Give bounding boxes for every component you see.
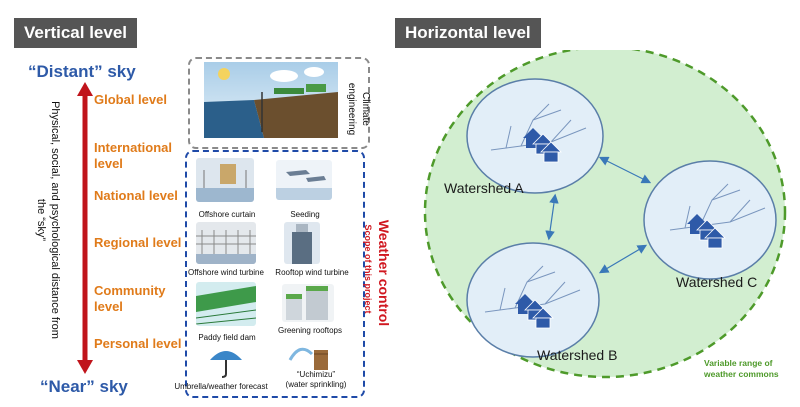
watershed-diagram [423,50,787,379]
commons-note-line-1: Variable range of [704,358,773,368]
paddy-field-dam-illustration [196,282,256,326]
personal-level: Personal level [94,336,182,351]
offshore-wind-turbine-illustration [196,222,256,264]
commons-note-line-2: weather commons [704,369,779,379]
watershed-b-circle [466,242,600,358]
greening-rooftops-caption: Greening rooftops [277,326,343,335]
greening-rooftops-illustration [282,284,334,322]
arrow-a-b [545,193,559,241]
arrow-a-c [598,156,652,184]
seeding-illustration [276,160,332,200]
scope-label: Scope of this project [363,224,373,314]
distance-axis-label: Physical, social, and psychological dist… [35,101,61,339]
distance-arrow [77,82,93,374]
global-level: Global level [94,92,167,107]
vertical-level-header: Vertical level [14,18,138,48]
climate-engineering-box [188,57,370,149]
watershed-b-label: Watershed B [537,347,618,363]
water-sprinkling-caption: (water sprinkling) [285,380,347,389]
seeding-caption: Seeding [290,210,320,219]
uchimizu-caption: “Uchimizu” [296,370,336,379]
paddy-field-dam-caption: Paddy field dam [198,333,256,342]
watershed-a-label: Watershed A [444,180,524,196]
offshore-curtain-caption: Offshore curtain [198,210,256,219]
climate-engineering-illustration [204,62,338,138]
regional-level: Regional level [94,235,182,250]
arrow-b-c [598,244,648,274]
watershed-c-circle [643,160,777,280]
international-level: International level [94,140,173,171]
weather-control-box [185,150,365,398]
weather-control-label: Weather control [376,219,392,327]
horizontal-level-header: Horizontal level [395,18,541,48]
umbrella-illustration [210,351,242,378]
uchimizu-illustration [288,347,328,370]
rooftop-wind-turbine-caption: Rooftop wind turbine [275,268,349,277]
distant-sky-label: “Distant” sky [28,62,136,81]
watershed-c-label: Watershed C [676,274,758,290]
community-level: Community level [94,283,166,314]
offshore-wind-turbine-caption: Offshore wind turbine [188,268,264,277]
offshore-curtain-illustration [196,158,254,202]
rooftop-wind-turbine-illustration [284,222,320,264]
umbrella-caption: Umbrella/weather forecast [174,382,268,391]
national-level: National level [94,188,178,203]
climate-engineering-label: Climate engineering [346,82,371,136]
near-sky-label: “Near” sky [40,377,128,396]
